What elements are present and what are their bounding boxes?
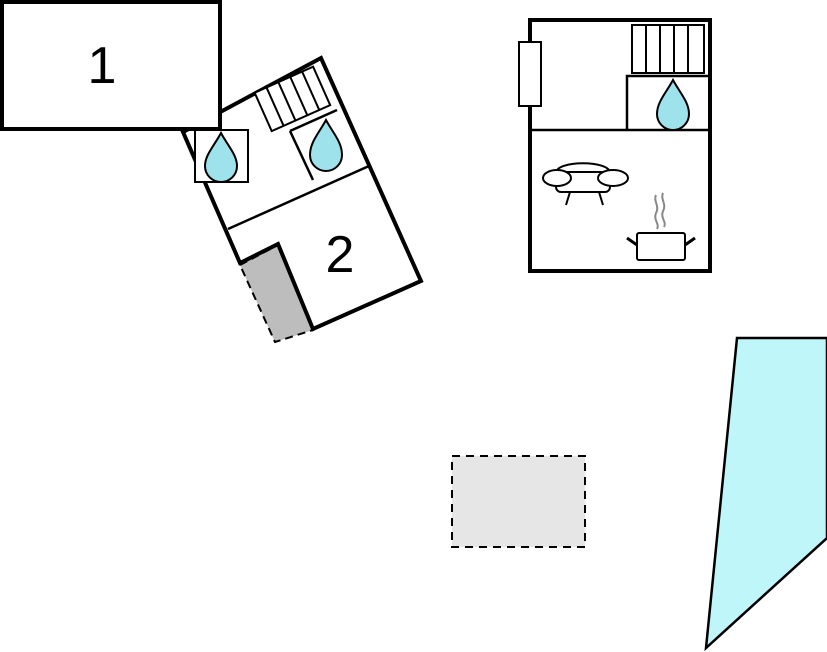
building-2: 2 (180, 55, 424, 344)
water-drop-icon (308, 117, 344, 172)
water-drop-icon (655, 77, 691, 131)
terrace-area (451, 455, 586, 548)
window-icon (518, 41, 542, 107)
room-label-2: 2 (326, 226, 355, 284)
pool (704, 336, 827, 652)
room-label-1: 1 (88, 37, 117, 95)
stairs-icon (631, 24, 705, 74)
cooking-pot-icon (626, 192, 696, 261)
building-2-walls (180, 55, 424, 332)
sofa-icon (542, 162, 629, 206)
building-1: 1 (0, 0, 222, 131)
water-drop-icon (203, 130, 239, 183)
stairs-icon (253, 65, 332, 133)
building-3 (518, 18, 712, 273)
